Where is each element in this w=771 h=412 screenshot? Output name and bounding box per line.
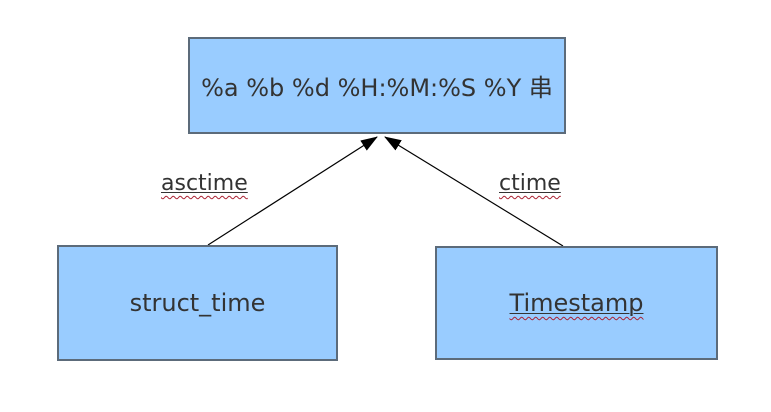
struct-time-label: struct_time [129,289,266,317]
timestamp-label-wrap: Timestamp [510,289,644,317]
node-struct-time: struct_time [57,245,338,361]
ctime-text: ctime [499,171,561,196]
edge-label-ctime: ctime [499,171,561,196]
node-format-string: %a %b %d %H:%M:%S %Y 串 [188,37,566,134]
asctime-text: asctime [161,171,248,196]
format-string-label: %a %b %d %H:%M:%S %Y 串 [201,74,553,102]
node-timestamp: Timestamp [435,246,718,360]
edge-label-asctime: asctime [161,171,248,196]
timestamp-text: Timestamp [509,289,644,317]
